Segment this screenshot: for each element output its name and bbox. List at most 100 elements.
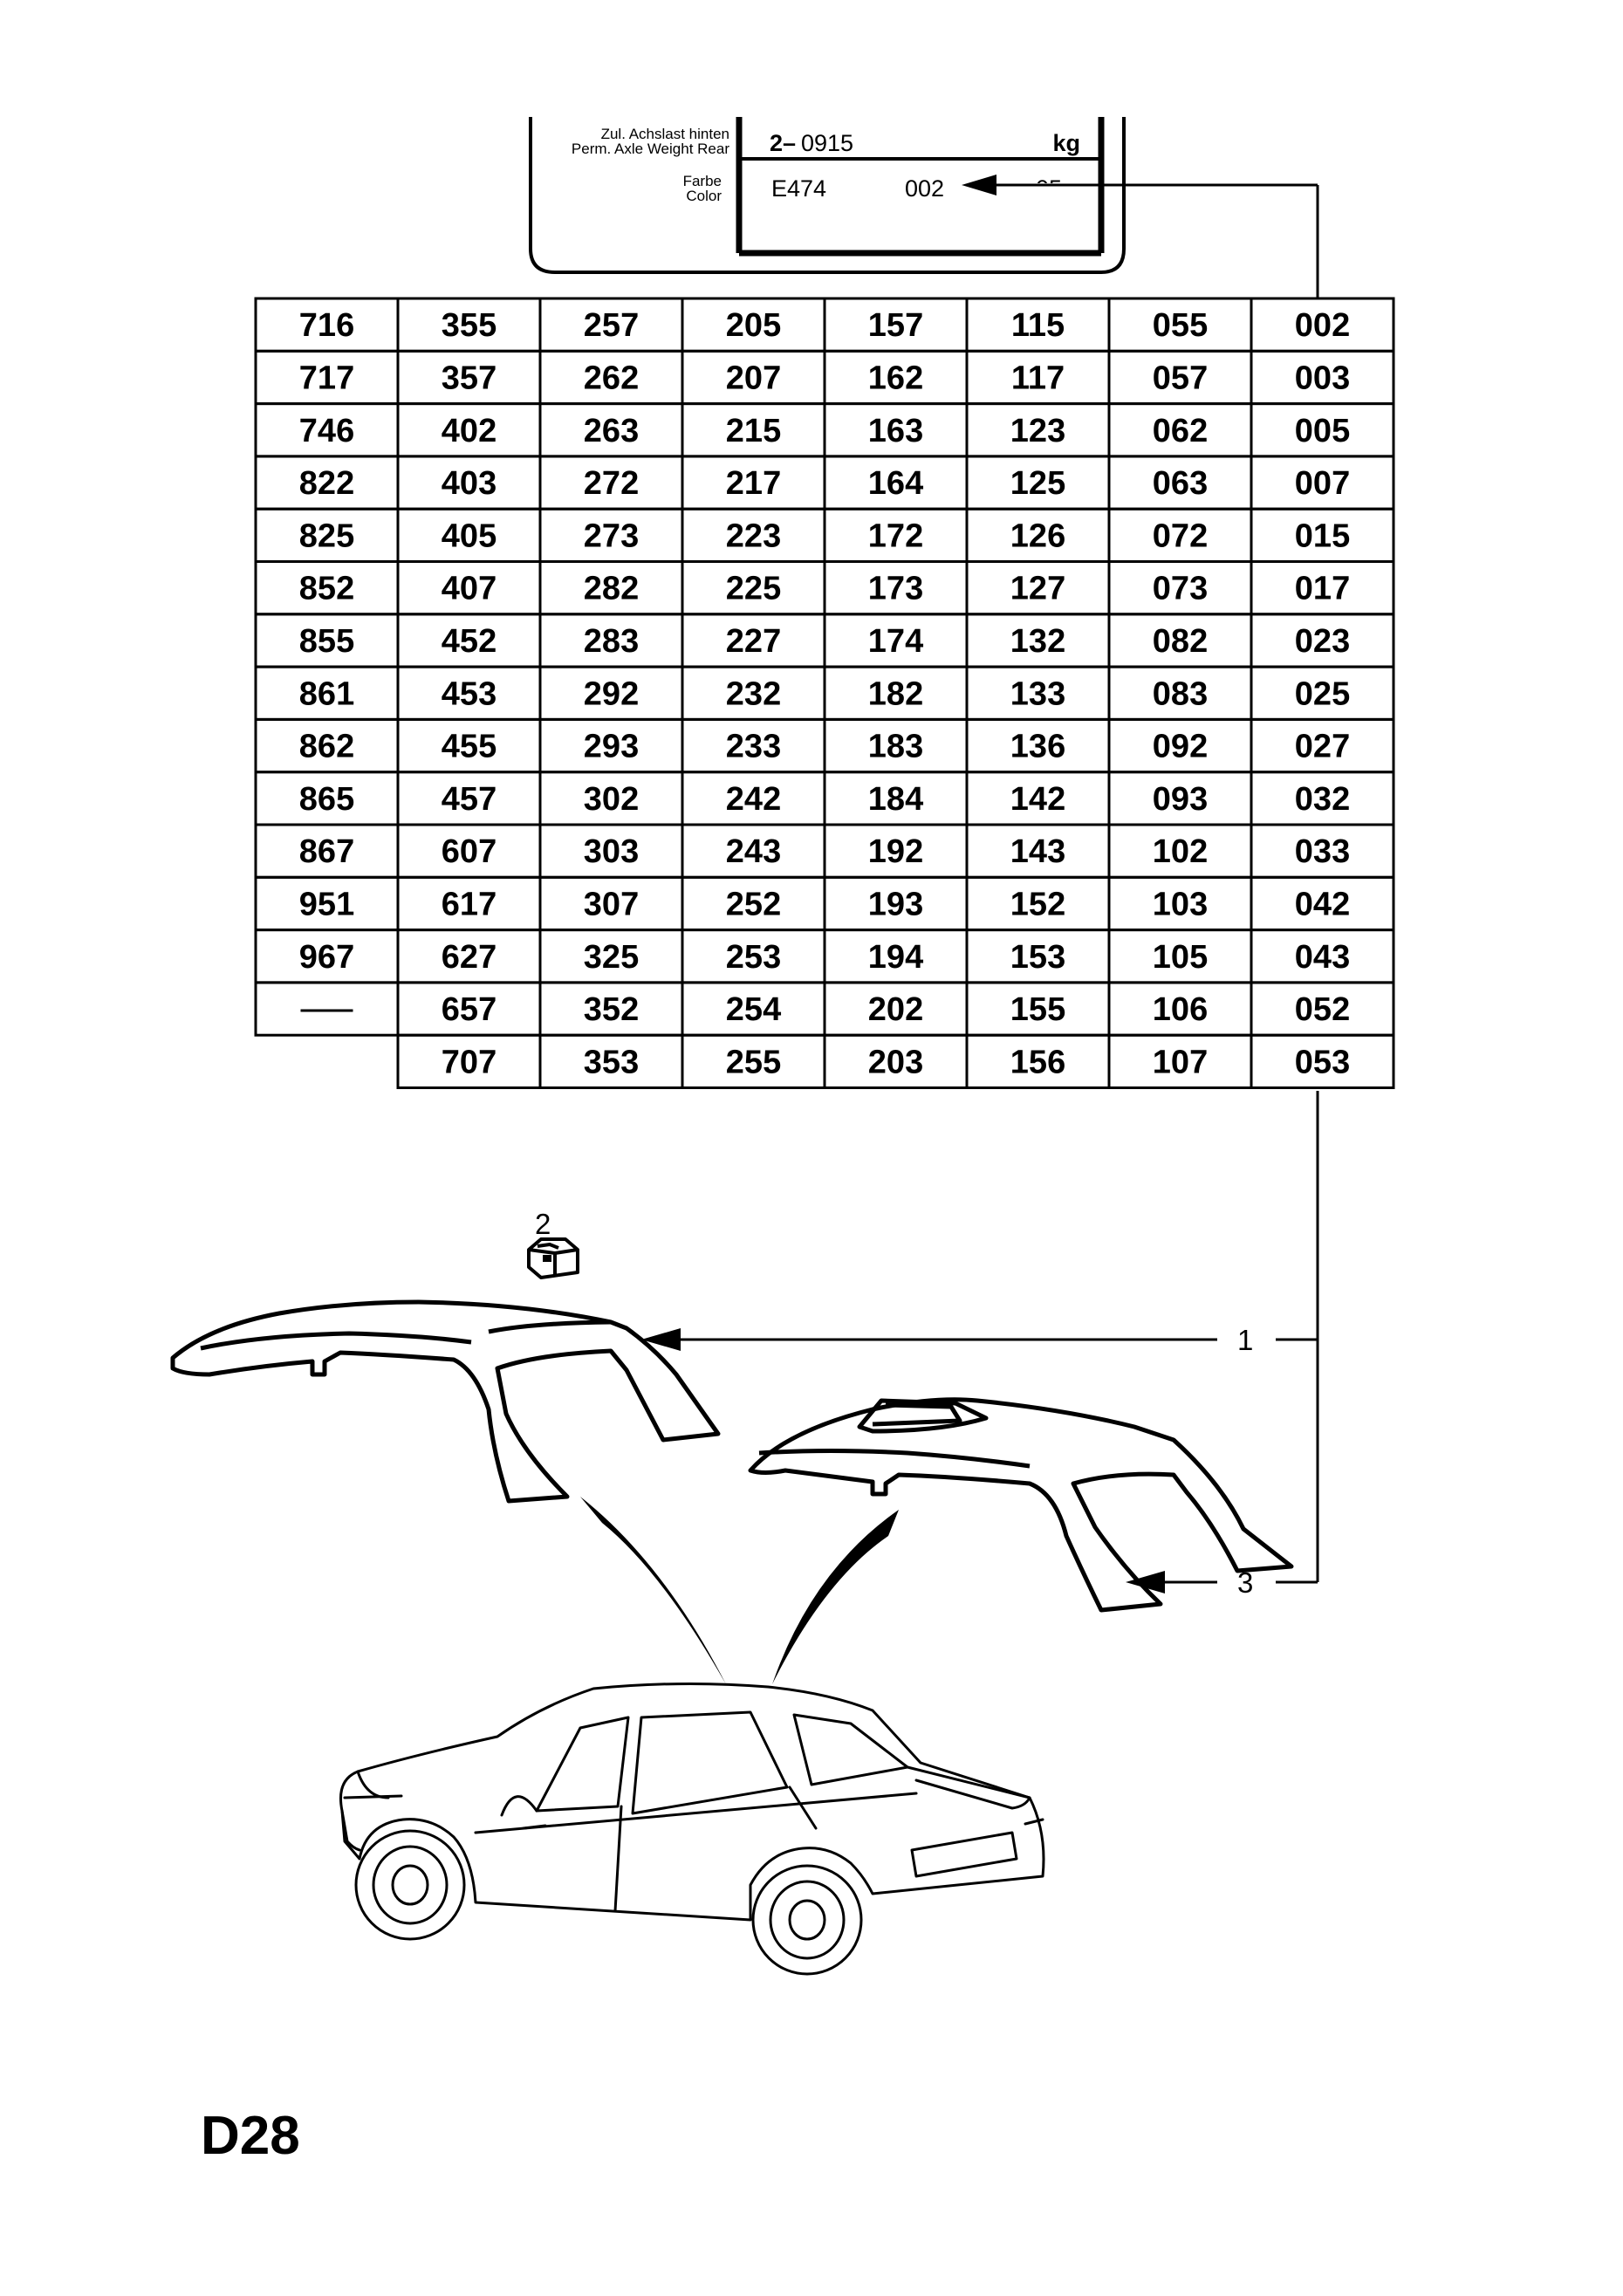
- table-cell: 194: [868, 939, 923, 976]
- table-cell: 107: [1153, 1044, 1208, 1080]
- table-cell: 967: [299, 939, 354, 976]
- table-cell: 092: [1153, 729, 1208, 765]
- table-cell: 865: [299, 781, 354, 818]
- table-cell: 027: [1295, 729, 1350, 765]
- table-cell: 254: [726, 991, 781, 1028]
- table-cell: 127: [1010, 571, 1065, 607]
- table-cell: 007: [1295, 465, 1350, 502]
- table-cell: 407: [442, 571, 496, 607]
- table-cell: 403: [442, 465, 496, 502]
- table-cell: 083: [1153, 675, 1208, 712]
- table-cell: 156: [1010, 1044, 1065, 1080]
- table-cell: 303: [584, 833, 639, 870]
- table-cell: 162: [868, 360, 923, 396]
- table-cell: 136: [1010, 729, 1065, 765]
- table-cell: 003: [1295, 360, 1350, 396]
- table-cell: 273: [584, 517, 639, 554]
- table-cell: 242: [726, 781, 781, 818]
- table-cell: 017: [1295, 571, 1350, 607]
- table-cell: 402: [442, 413, 496, 449]
- table-cell: 353: [584, 1044, 639, 1080]
- table-cell: 052: [1295, 991, 1350, 1028]
- table-cell: 253: [726, 939, 781, 976]
- table-cell: 205: [726, 307, 781, 344]
- table-cell: 657: [442, 991, 496, 1028]
- axle-label-en: Perm. Axle Weight Rear: [572, 141, 729, 157]
- car-sedan-illustration: [339, 1682, 1045, 1976]
- table-cell: 115: [1011, 307, 1065, 344]
- table-cell: 452: [442, 623, 496, 660]
- callout-1: 1: [1237, 1324, 1253, 1356]
- table-cell: 132: [1010, 623, 1065, 660]
- table-cell: 125: [1010, 465, 1065, 502]
- table-cell: 073: [1153, 571, 1208, 607]
- table-cell: 453: [442, 675, 496, 712]
- axle-label-de: Zul. Achslast hinten: [601, 126, 729, 142]
- table-cell: 042: [1295, 886, 1350, 922]
- table-cell: 217: [726, 465, 781, 502]
- table-cell: 225: [726, 571, 781, 607]
- color-model-code: E474: [771, 175, 826, 202]
- color-code-table: 7167177468228258528558618628658679519673…: [254, 297, 1395, 1089]
- table-cell: 182: [868, 675, 923, 712]
- table-cell: 082: [1153, 623, 1208, 660]
- table-cell: 825: [299, 517, 354, 554]
- table-cell: 352: [584, 991, 639, 1028]
- axle-weight-prefix: 2–: [770, 130, 796, 156]
- table-cell: 272: [584, 465, 639, 502]
- table-cell: 717: [299, 360, 354, 396]
- table-cell: 106: [1153, 991, 1208, 1028]
- table-cell: 043: [1295, 939, 1350, 976]
- table-cell: 155: [1010, 991, 1065, 1028]
- table-cell: 174: [868, 623, 923, 660]
- table-cell: 357: [442, 360, 496, 396]
- table-cell: 257: [584, 307, 639, 344]
- table-cell: 292: [584, 675, 639, 712]
- table-cell: 862: [299, 729, 354, 765]
- table-cell: 053: [1295, 1044, 1350, 1080]
- table-cell: 015: [1295, 517, 1350, 554]
- table-cell: 133: [1010, 675, 1065, 712]
- table-cell: 103: [1153, 886, 1208, 922]
- table-cell: 302: [584, 781, 639, 818]
- table-cell: 455: [442, 729, 496, 765]
- color-arrow-head: [962, 175, 996, 195]
- table-cell: 105: [1153, 939, 1208, 976]
- table-cell: 157: [868, 307, 923, 344]
- table-cell: 193: [868, 886, 923, 922]
- table-cell: 325: [584, 939, 639, 976]
- table-cell: 457: [442, 781, 496, 818]
- table-cell: 232: [726, 675, 781, 712]
- table-cell: 707: [442, 1044, 496, 1080]
- table-cell: 867: [299, 833, 354, 870]
- table-cell: 355: [442, 307, 496, 344]
- table-cell: 716: [299, 307, 354, 344]
- table-cell: 152: [1010, 886, 1065, 922]
- table-cell: 117: [1011, 360, 1065, 396]
- table-cell: 227: [726, 623, 781, 660]
- table-cell: 032: [1295, 781, 1350, 818]
- plate-outline: [529, 117, 1126, 274]
- table-cell: 002: [1295, 307, 1350, 344]
- callout-1-arrow: [641, 1328, 681, 1351]
- table-cell: 627: [442, 939, 496, 976]
- table-cell: 102: [1153, 833, 1208, 870]
- table-cell: 855: [299, 623, 354, 660]
- axle-weight-value: 0915: [801, 130, 853, 156]
- color-paint-code: 002: [905, 175, 944, 202]
- table-cell: 202: [868, 991, 923, 1028]
- table-cell: 025: [1295, 675, 1350, 712]
- table-cell: 293: [584, 729, 639, 765]
- table-cell: 951: [299, 886, 354, 922]
- table-cell: 183: [868, 729, 923, 765]
- table-cell: 192: [868, 833, 923, 870]
- table-cell: 233: [726, 729, 781, 765]
- table-cell: 164: [868, 465, 923, 502]
- table-cell-border: [1250, 1033, 1395, 1089]
- table-cell: 307: [584, 886, 639, 922]
- identification-plate: Zul. Achslast hinten Perm. Axle Weight R…: [529, 117, 1318, 274]
- table-cell: 746: [299, 413, 354, 449]
- table-cell: 255: [726, 1044, 781, 1080]
- table-cell: 861: [299, 675, 354, 712]
